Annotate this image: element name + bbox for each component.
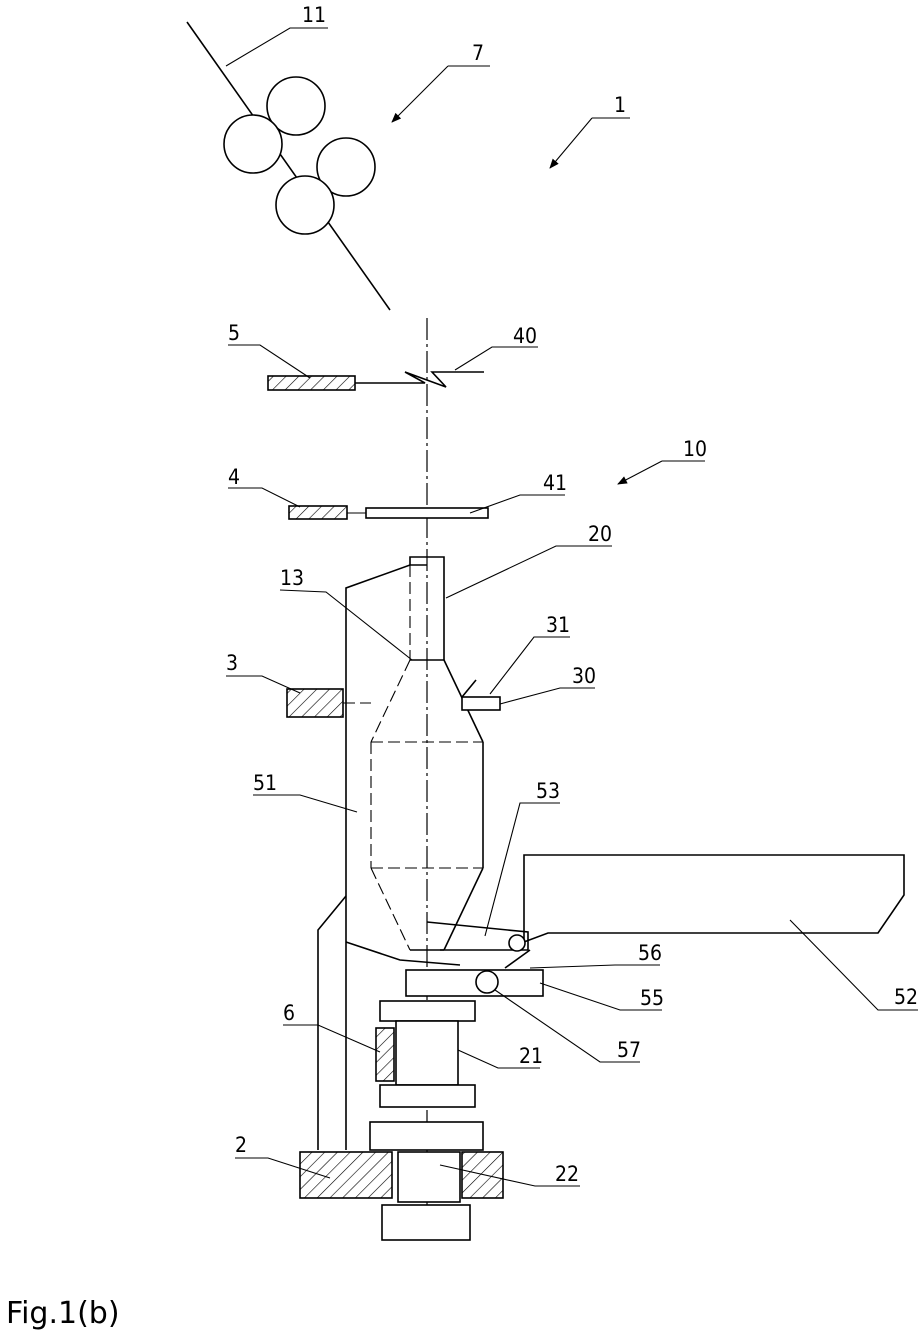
label-31: 31 xyxy=(546,613,570,637)
label-55: 55 xyxy=(640,986,664,1010)
drafting-rollers xyxy=(187,22,390,310)
label-2: 2 xyxy=(235,1133,247,1157)
arm-52 xyxy=(524,855,904,942)
label-52: 52 xyxy=(894,985,918,1009)
yarn-guide xyxy=(268,372,484,390)
label-6: 6 xyxy=(283,1001,295,1025)
arrow-1 xyxy=(550,118,592,168)
reference-arrows xyxy=(392,66,662,484)
label-10: 10 xyxy=(683,437,707,461)
cop-lower-cone-left xyxy=(371,868,410,950)
leader-4 xyxy=(228,488,300,507)
label-21: 21 xyxy=(519,1044,543,1068)
roller xyxy=(276,176,334,234)
label-30: 30 xyxy=(572,664,596,688)
label-4: 4 xyxy=(228,465,240,489)
balloon-ring xyxy=(289,506,488,519)
link-56 xyxy=(505,950,530,968)
brake-6 xyxy=(376,1028,394,1081)
leader-40 xyxy=(455,347,538,370)
frame-lower-arm xyxy=(346,942,460,965)
cop-lower-cone-right xyxy=(444,868,483,950)
foot xyxy=(382,1205,470,1240)
leader-5 xyxy=(228,345,310,378)
ring-rail-3 xyxy=(287,689,343,717)
label-22: 22 xyxy=(555,1162,579,1186)
collar-lower xyxy=(380,1085,475,1107)
cop-upper-cone-hidden xyxy=(371,660,410,742)
balloon-ring-41 xyxy=(366,508,488,518)
leader-51 xyxy=(253,795,357,812)
label-51: 51 xyxy=(253,771,277,795)
figure-caption: Fig.1(b) xyxy=(6,1296,120,1331)
label-57: 57 xyxy=(617,1038,641,1062)
label-13: 13 xyxy=(280,566,304,590)
frame-base-arm xyxy=(318,896,346,1150)
leader-30 xyxy=(500,688,595,704)
label-11: 11 xyxy=(302,3,326,27)
arrow-10 xyxy=(618,461,662,484)
bearing-21 xyxy=(396,1021,458,1085)
bench-2-left xyxy=(300,1152,392,1198)
leader-6 xyxy=(283,1025,380,1052)
leader-31 xyxy=(490,637,570,694)
leader-20 xyxy=(446,546,612,598)
label-3: 3 xyxy=(226,651,238,675)
traveller-31 xyxy=(462,680,476,697)
label-7: 7 xyxy=(472,41,484,65)
pigtail-guide-40 xyxy=(355,372,484,387)
flange xyxy=(370,1122,483,1150)
leader-11 xyxy=(226,28,328,66)
pivot-pin xyxy=(509,935,525,951)
guide-block-5 xyxy=(268,376,355,390)
label-41: 41 xyxy=(543,471,567,495)
label-56: 56 xyxy=(638,941,662,965)
leader-56 xyxy=(530,965,660,968)
doffer-arm xyxy=(427,855,904,968)
label-53: 53 xyxy=(536,779,560,803)
label-1: 1 xyxy=(614,93,626,117)
collar xyxy=(380,1001,475,1021)
label-5: 5 xyxy=(228,321,240,345)
label-20: 20 xyxy=(588,522,612,546)
label-40: 40 xyxy=(513,324,537,348)
bench-2-right xyxy=(462,1152,503,1198)
arrow-7 xyxy=(392,66,448,122)
roller-57 xyxy=(476,971,498,993)
whorl-55 xyxy=(406,970,543,996)
roller xyxy=(224,115,282,173)
bolster-22 xyxy=(398,1152,460,1202)
spinning-ring-30 xyxy=(462,697,500,710)
ring-holder-4 xyxy=(289,506,347,519)
spindle-base xyxy=(300,970,543,1240)
